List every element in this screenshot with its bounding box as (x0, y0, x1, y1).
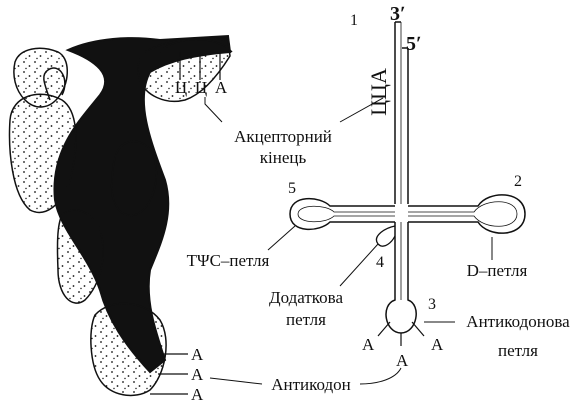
region-number-4: 4 (376, 254, 384, 271)
tertiary-anticodon-base-3: А (191, 385, 204, 404)
extra-loop-label-line2: петля (286, 310, 326, 329)
region-number-1: 1 (350, 12, 358, 29)
acceptor-sequence: ЦЦА (366, 68, 391, 116)
acceptor-end-label-line2: кінець (260, 148, 307, 167)
anticodon-lobe (91, 304, 166, 396)
anticodon-base-tick-left (378, 322, 390, 336)
tertiary-anticodon-base-2: А (191, 365, 204, 384)
region-number-5: 5 (288, 180, 296, 197)
extra-loop-leader (340, 244, 378, 286)
tertiary-base-3: А (215, 78, 228, 97)
d-loop-label: D–петля (467, 261, 528, 280)
extra-loop (376, 226, 395, 246)
anticodon-loop-label-line2: петля (498, 341, 538, 360)
d-arm (408, 195, 525, 233)
extra-loop-label-line1: Додаткова (269, 288, 343, 307)
tertiary-structure: Ц Ц А А А А (10, 36, 232, 404)
tpsic-arm (290, 199, 395, 230)
cloverleaf-structure (290, 22, 525, 333)
end-3prime: 3ʹ (390, 3, 406, 25)
anticodon-label: Антикодон (271, 375, 351, 394)
end-5prime: 5ʹ (406, 33, 422, 55)
tpsic-leader (268, 226, 295, 250)
acceptor-end-label-line1: Акцепторний (234, 127, 332, 146)
tertiary-base-2: Ц (195, 78, 207, 97)
cloverleaf-anticodon-base-2: А (396, 351, 409, 370)
cloverleaf-anticodon-base-3: А (431, 335, 444, 354)
tertiary-anticodon-base-1: А (191, 345, 204, 364)
lower-stem-lobe (57, 210, 103, 303)
anticodon-loop-label-line1: Антикодонова (466, 312, 570, 331)
region-number-2: 2 (514, 173, 522, 190)
tertiary-base-1: Ц (175, 78, 187, 97)
anticodon-base-tick-right (412, 322, 424, 336)
tpsic-loop-label: TΨC–петля (187, 251, 270, 270)
cloverleaf-anticodon-base-1: А (362, 335, 375, 354)
region-number-3: 3 (428, 296, 436, 313)
anticodon-leader (210, 378, 262, 384)
anticodon-leader-right (360, 368, 401, 384)
acceptor-leader (205, 97, 222, 122)
